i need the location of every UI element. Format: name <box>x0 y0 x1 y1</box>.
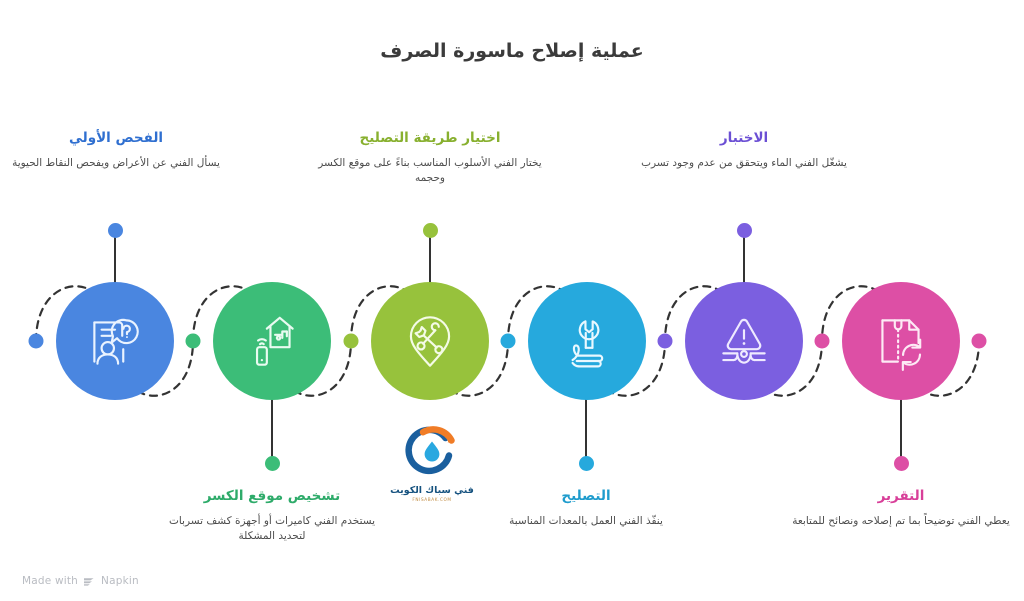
junction-dot-4 <box>657 333 673 349</box>
step-description-6: يعطي الفني توضيحاً بما تم إصلاحه ونصائح … <box>792 515 1010 528</box>
document-refresh-report-icon <box>881 319 922 371</box>
step-description-5: يشغّل الفني الماء ويتحقق من عدم وجود تسر… <box>641 157 847 170</box>
step-text-5: الاختبار يشغّل الفني الماء ويتحقق من عدم… <box>629 129 859 171</box>
junction-dot-start <box>28 333 44 349</box>
step-text-3: اختيار طريقة التصليح يختار الفني الأسلوب… <box>315 129 545 187</box>
step-text-4: التصليح ينفّذ الفني العمل بالمعدات المنا… <box>471 487 701 529</box>
step-circle-1[interactable] <box>56 282 174 400</box>
junction-dot-3 <box>500 333 516 349</box>
house-faucet-leak-detector-icon <box>255 316 294 366</box>
junction-dot-5 <box>814 333 830 349</box>
warning-pipe-leak-icon <box>722 318 766 364</box>
stem-step-5 <box>743 230 745 285</box>
page-title: عملية إصلاح ماسورة الصرف <box>380 40 644 62</box>
person-question-inspection-icon <box>93 318 139 365</box>
dashed-process-path <box>34 285 981 397</box>
step-description-2: يستخدم الفني كاميرات أو أجهزة كشف تسربات… <box>168 515 376 543</box>
hand-wrench-icon <box>571 320 604 368</box>
step-text-6: التقرير يعطي الفني توضيحاً بما تم إصلاحه… <box>786 487 1016 529</box>
step-circle-6[interactable] <box>842 282 960 400</box>
step-circle-4[interactable] <box>528 282 646 400</box>
step-circle-3[interactable] <box>371 282 489 400</box>
step-description-4: ينفّذ الفني العمل بالمعدات المناسبة <box>509 515 663 528</box>
map-pin-tools-icon <box>409 316 451 367</box>
company-logo: فني سباك الكويت FNISABAK.COM <box>386 424 478 508</box>
junction-dot-1 <box>185 333 201 349</box>
step-heading-3: اختيار طريقة التصليح <box>359 130 501 146</box>
stem-dot-step-3 <box>423 223 438 238</box>
stem-step-1 <box>114 230 116 285</box>
stem-dot-step-1 <box>108 223 123 238</box>
step-circle-5[interactable] <box>685 282 803 400</box>
plumbing-logo-icon <box>405 426 455 475</box>
step-description-3: يختار الفني الأسلوب المناسب بناءً على مو… <box>318 157 542 185</box>
step-circle-2[interactable] <box>213 282 331 400</box>
watermark-brand: Napkin <box>101 575 139 587</box>
stem-step-4 <box>585 398 587 460</box>
step-heading-1: الفحص الأولي <box>68 130 164 146</box>
stem-dot-step-6 <box>894 456 909 471</box>
stem-step-3 <box>429 230 431 285</box>
napkin-logo-icon <box>84 577 94 586</box>
step-heading-5: الاختبار <box>719 130 769 146</box>
stem-dot-step-4 <box>579 456 594 471</box>
stem-dot-step-5 <box>737 223 752 238</box>
junction-dot-2 <box>343 333 359 349</box>
stem-step-6 <box>900 398 902 460</box>
step-heading-2: تشخيص موقع الكسر <box>203 488 341 504</box>
stem-step-2 <box>271 398 273 460</box>
watermark-made-with: Made with <box>22 575 79 587</box>
logo-url: FNISABAK.COM <box>412 497 452 502</box>
stem-dot-step-2 <box>265 456 280 471</box>
napkin-watermark[interactable]: Made with Napkin <box>22 575 139 587</box>
step-heading-4: التصليح <box>561 488 611 504</box>
step-text-1: الفحص الأولي يسأل الفني عن الأعراض ويفحص… <box>1 129 231 171</box>
junction-dot-end <box>971 333 987 349</box>
step-description-1: يسأل الفني عن الأعراض ويفحص النقاط الحيو… <box>12 157 220 170</box>
logo-wordmark: فني سباك الكويت <box>390 485 474 496</box>
step-heading-6: التقرير <box>877 488 925 504</box>
step-text-2: تشخيص موقع الكسر يستخدم الفني كاميرات أو… <box>157 487 387 545</box>
